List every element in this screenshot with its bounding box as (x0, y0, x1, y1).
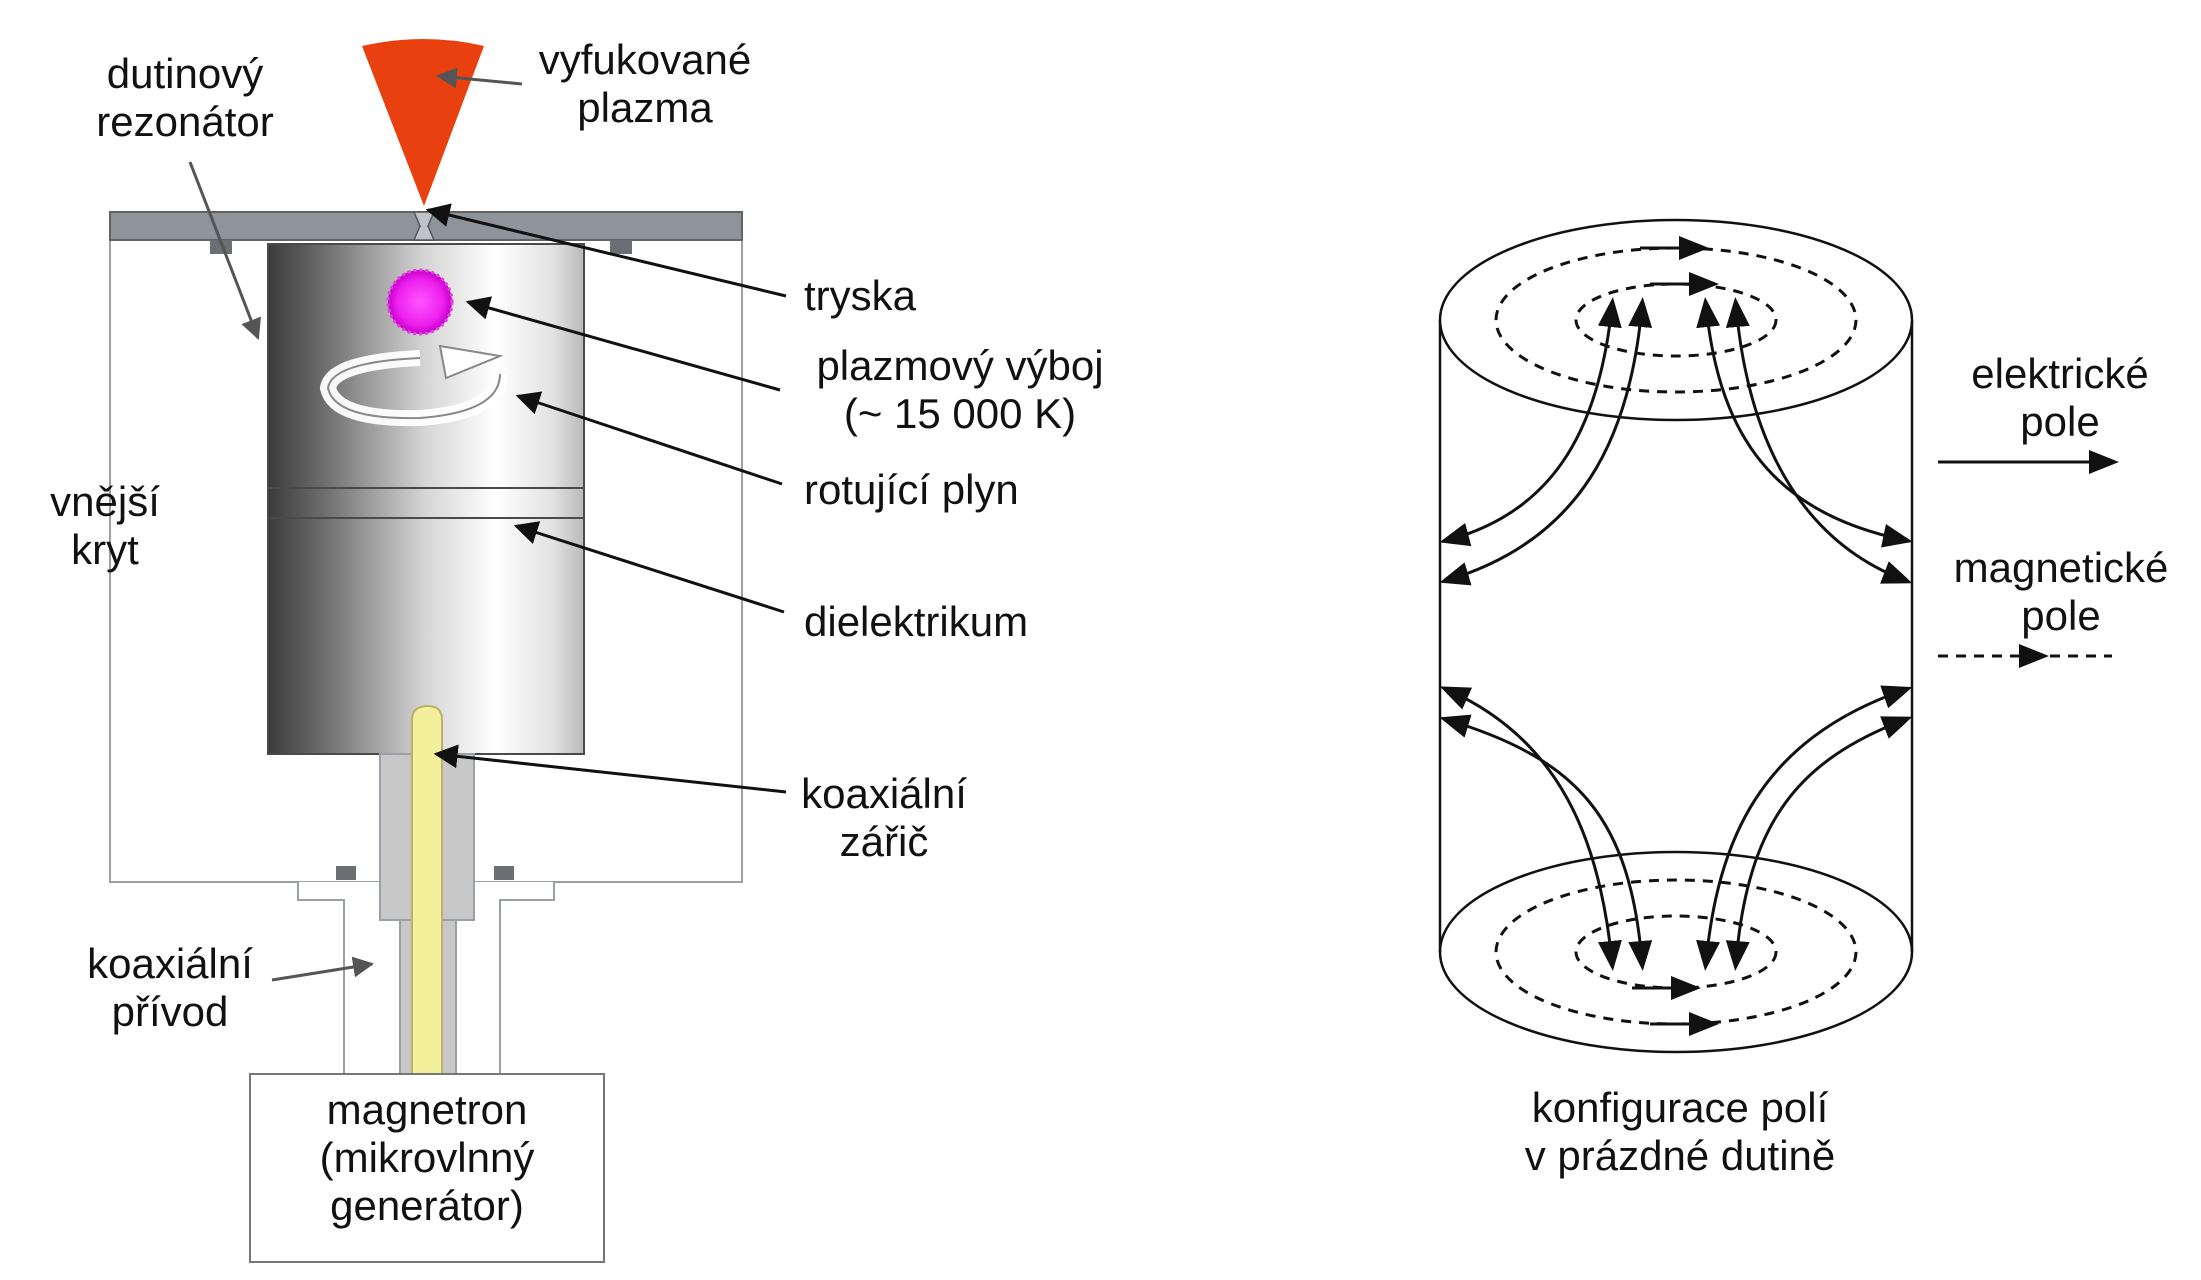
electric-field-line (1439, 714, 1653, 971)
label-plasma-discharge: plazmový výboj (~ 15 000 K) (816, 342, 1104, 437)
plasma-ball (386, 268, 454, 336)
magnetic-loop-bottom-inner (1574, 914, 1778, 990)
label-exhausted-plasma: vyfukované plazma (538, 36, 752, 131)
cylinder-bottom-back (1438, 850, 1914, 953)
coaxial-emitter (411, 704, 443, 1075)
label-nozzle: tryska (804, 272, 917, 319)
electric-field-line (1696, 685, 1913, 971)
label-cavity-resonator: dutinový rezonátor (96, 50, 274, 145)
electric-field-line (1439, 686, 1622, 971)
microwave-plasma-torch-diagram (109, 39, 787, 1263)
label-coaxial-emitter: koaxiální zářič (801, 770, 967, 865)
screw (336, 866, 356, 880)
cylinder-top (1438, 218, 1914, 422)
coaxial-feed-arrow (271, 956, 375, 982)
cavity-resonator-arrow (188, 161, 261, 340)
label-magnetron: magnetron (mikrovlnný generátor) (319, 1086, 535, 1229)
exhausted-plasma-arrow (435, 67, 523, 89)
label-outer-casing: vnější kryt (50, 478, 160, 573)
cavity-field-diagram (1438, 218, 2119, 1054)
screw (494, 866, 514, 880)
legend-magnetic-label: magnetické pole (1953, 544, 2169, 639)
caption-field-configuration: konfigurace polí v prázdné dutině (1524, 1084, 1836, 1179)
electric-field-line (1725, 716, 1913, 971)
rotating-gas-swirl-outline (326, 357, 501, 420)
label-rotating-gas: rotující plyn (804, 466, 1019, 513)
electric-field-line (1725, 297, 1913, 584)
rotating-gas-arrowhead (438, 344, 504, 380)
electric-field-line (1439, 297, 1653, 586)
plasma-plume (362, 39, 484, 206)
coaxial-emitter-arrow (433, 744, 787, 794)
legend-electric-label: elektrické pole (1971, 350, 2149, 445)
label-coaxial-feed: koaxiální přívod (87, 940, 253, 1035)
magnetic-loop-bottom-outer (1494, 878, 1858, 1026)
rotating-gas-arrow (515, 391, 783, 486)
screw (210, 240, 232, 254)
cylinder-bottom-front (1438, 951, 1914, 1054)
magnetron-box (249, 1073, 605, 1263)
screw (610, 240, 632, 254)
label-dielectric: dielektrikum (804, 598, 1029, 645)
plasma-discharge-arrow (465, 296, 781, 392)
nozzle-arrow (425, 203, 787, 298)
dielectric-arrow (513, 521, 785, 614)
